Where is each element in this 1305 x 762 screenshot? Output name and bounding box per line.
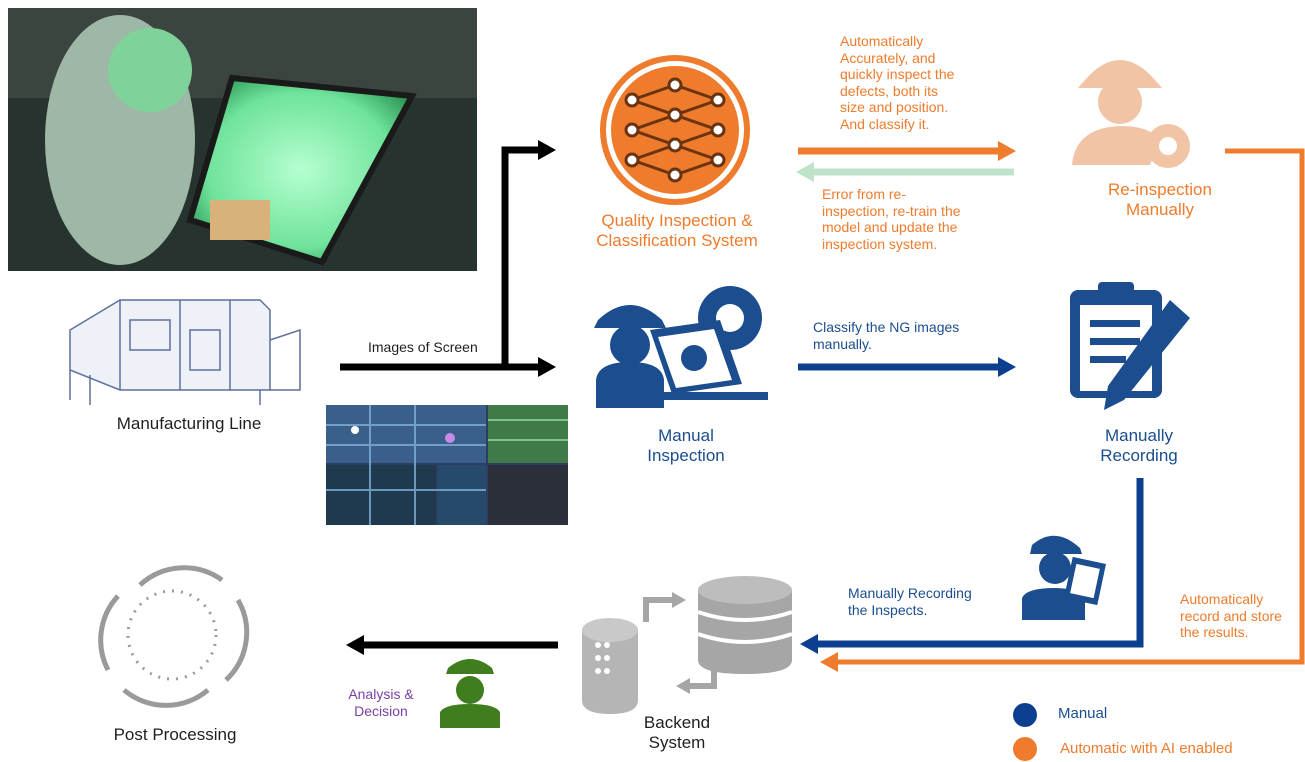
manual-record-note: Manually Recording the Inspects. xyxy=(848,585,972,618)
auto-inspect-note: Automatically Accurately, and quickly in… xyxy=(840,33,955,132)
clipboard-pencil-icon xyxy=(1070,282,1190,410)
manufacturing-line-label: Manufacturing Line xyxy=(116,414,262,433)
legend-auto-label: Automatic with AI enabled xyxy=(1060,740,1233,757)
auto-record-note: Automatically record and store the resul… xyxy=(1180,591,1282,641)
manual-inspection-icon xyxy=(594,286,768,408)
analysis-decision-note: Analysis & Decision xyxy=(348,686,414,719)
arrows xyxy=(340,140,1305,672)
manual-inspection-label: Manual Inspection xyxy=(647,426,725,466)
defect-images-mosaic xyxy=(326,405,568,525)
analysis-worker-icon xyxy=(440,659,500,728)
error-retrain-note: Error from re- inspection, re-train the … xyxy=(822,186,961,252)
images-of-screen-label: Images of Screen xyxy=(368,339,478,355)
factory-worker-photo xyxy=(8,8,477,271)
reinspection-label: Re-inspection Manually xyxy=(1108,180,1212,220)
legend-manual-label: Manual xyxy=(1058,705,1108,722)
manually-recording-label: Manually Recording xyxy=(1100,426,1178,466)
database-icon xyxy=(582,576,793,714)
legend-auto-dot xyxy=(1013,737,1037,761)
manufacturing-machine-icon xyxy=(69,299,301,405)
classify-ng-note: Classify the NG images manually. xyxy=(813,319,960,352)
recording-worker-icon xyxy=(1022,535,1106,620)
reinspection-worker-icon xyxy=(1072,60,1190,168)
post-processing-label: Post Processing xyxy=(113,725,237,744)
backend-system-label: Backend System xyxy=(643,713,711,753)
legend-manual-dot xyxy=(1013,703,1037,727)
neural-network-icon xyxy=(600,55,750,205)
quality-inspection-label: Quality Inspection & Classification Syst… xyxy=(596,211,758,251)
cycle-icon xyxy=(98,565,250,708)
